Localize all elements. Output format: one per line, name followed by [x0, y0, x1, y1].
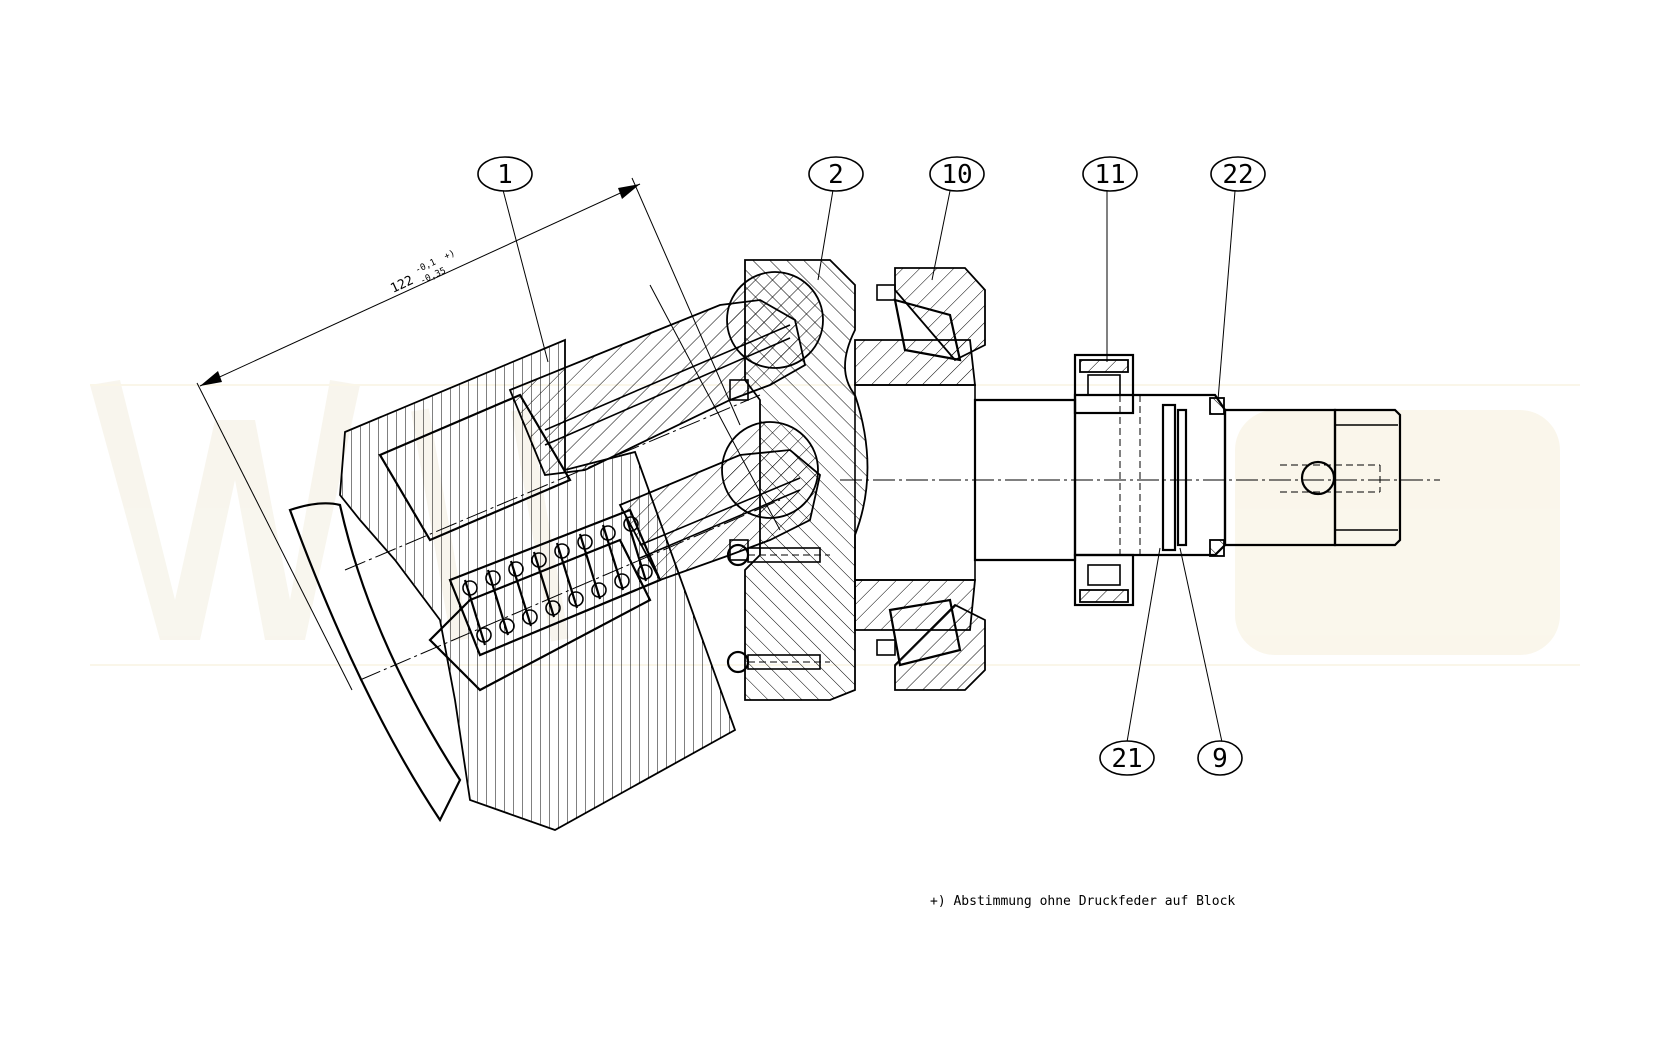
balloon-9: 9 [1197, 740, 1243, 776]
screw-lower [726, 650, 830, 674]
balloon-11: 11 [1082, 156, 1138, 192]
leader-lines [502, 189, 1236, 743]
balloon-2: 2 [808, 156, 864, 192]
shaft-collar [1209, 397, 1225, 557]
dimension-footnote-mark: +) [443, 249, 457, 263]
balloon-label: 9 [1212, 744, 1228, 774]
balloon-label: 2 [828, 160, 844, 190]
tapered-roller-bearing-lower [876, 598, 986, 691]
compression-spring [448, 508, 662, 657]
balloon-22: 22 [1210, 156, 1266, 192]
footnote: +) Abstimmung ohne Druckfeder auf Block [930, 894, 1236, 909]
balloon-label: 21 [1111, 744, 1142, 774]
watermark-logo [90, 380, 1580, 666]
tapered-roller-bearing-upper [876, 267, 986, 362]
balloon-label: 22 [1222, 160, 1253, 190]
balloon-label: 10 [941, 160, 972, 190]
balloon-label: 1 [497, 160, 513, 190]
shaft-hub [854, 339, 977, 631]
retaining-ring [1161, 403, 1188, 552]
balloon-1: 1 [477, 156, 533, 192]
balloon-21: 21 [1099, 740, 1155, 776]
dimension-value: 122 [388, 273, 416, 297]
balloon-10: 10 [929, 156, 985, 192]
roller-bearing [1073, 353, 1141, 607]
balloon-label: 11 [1094, 160, 1125, 190]
centerlines [344, 284, 1440, 681]
screw-upper [726, 543, 830, 567]
